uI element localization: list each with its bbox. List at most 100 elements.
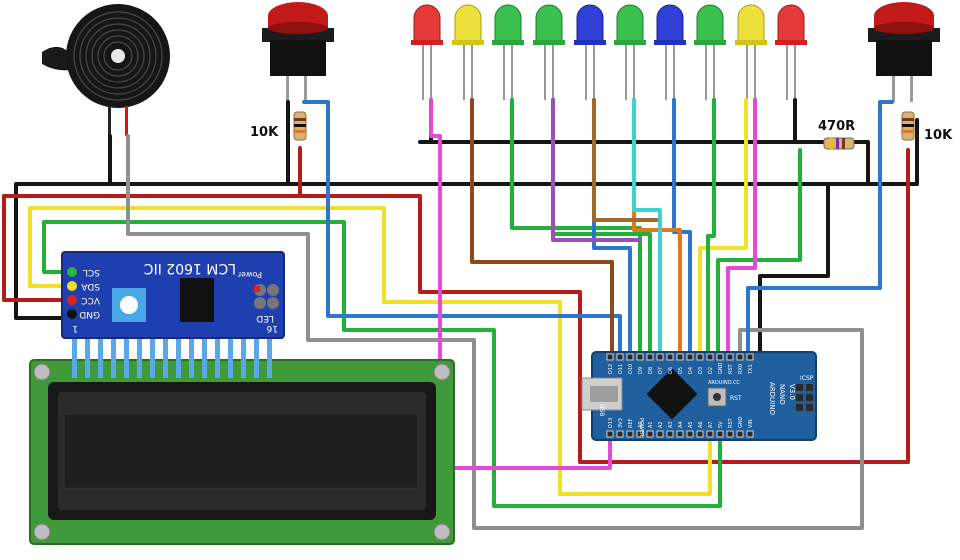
nano-bottom-pin-label: A3 [668,421,674,428]
nano-bottom-pin [686,430,694,438]
nano-bottom-pin [696,430,704,438]
led-ground-bus [418,140,870,186]
nano-bottom-pin [666,430,674,438]
nano-bottom-pin [656,430,664,438]
label-resistor-left: 10K [250,125,279,140]
nano-bottom-pin-label: GND [738,416,744,428]
wires [2,98,919,530]
buzzer-wire [126,134,864,530]
led-5 [574,4,606,100]
nano-brand-3: V3.0 [788,384,796,400]
nano-top-pin [626,353,634,361]
led-4 [533,4,565,100]
nano-rst-label: RST [730,395,742,402]
resistor-left [293,111,307,141]
nano-top-pin [696,353,704,361]
nano-top-pin [706,353,714,361]
nano-usb-label: USB [598,404,605,416]
icsp-header [796,384,813,411]
nano-bottom-pin [706,430,714,438]
nano-top-pin-label: D3 [698,367,704,374]
i2c-pin-gnd: GND [79,309,100,319]
nano-top-pin-label: D9 [638,367,644,374]
nano-top-pin-label: D7 [658,367,664,374]
nano-bottom-pin-label: A0 [638,421,644,428]
led-1 [411,4,443,100]
led-10 [775,4,807,100]
nano-top-pin [716,353,724,361]
nano-bottom-pin-label: A6 [698,421,704,428]
led-8 [694,4,726,100]
nano-top-pin-label: D2 [708,367,714,374]
nano-top-pin-label: D4 [688,367,694,374]
nano-bottom-pin [616,430,624,438]
nano-bottom-pin [716,430,724,438]
nano-top-pin-label: D10 [628,364,634,374]
nano-bottom-pin-label: A1 [648,421,654,428]
nano-bottom-pin [636,430,644,438]
led-2 [452,4,484,100]
nano-bottom-pin-label: RST [728,417,734,428]
nano-top-pin [616,353,624,361]
nano-top-pin [746,353,754,361]
i2c-led-label: LED [256,313,274,323]
led-row [411,4,807,100]
nano-top-pin [636,353,644,361]
nano-bottom-pin-label: D13 [608,418,614,428]
push-button-left [262,2,334,102]
i2c-pin-scl: SCL [83,267,100,277]
i2c-pin-vcc: VCC [81,295,100,305]
ground-rail [14,118,919,320]
led-7 [654,4,686,100]
resistor-led [823,137,855,150]
nano-icsp-label: ICSP [800,375,814,382]
nano-top-pin-label: D5 [678,367,684,374]
nano-top-pin-label: RST [728,363,734,374]
sda-wire [28,206,712,496]
nano-top-pin [676,353,684,361]
nano-top-pin [646,353,654,361]
nano-top-pin [686,353,694,361]
nano-bottom-pin-label: A4 [678,421,684,428]
nano-bottom-pin-label: A5 [688,421,694,428]
nano-bottom-pin-label: VIN [748,419,754,428]
nano-top-pin [726,353,734,361]
label-resistor-right: 10K [924,128,953,143]
nano-brand-1: ARDUINO [768,382,776,415]
nano-bottom-pin [646,430,654,438]
nano-bottom-pin-label: A7 [708,421,714,428]
buzzer [42,4,170,136]
power-rail [2,194,72,302]
nano-bottom-pin [626,430,634,438]
nano-bottom-pin [676,430,684,438]
i2c-pin-16: 16 [266,323,278,333]
i2c-power-label: Power [237,270,262,279]
nano-top-pin-label: D8 [648,367,654,374]
i2c-pin-1: 1 [72,323,78,333]
nano-top-pin [736,353,744,361]
i2c-backpack: LCM 1602 IIC Power LED SCL SDA VCC GND 1… [61,251,285,339]
nano-bottom-pin [736,430,744,438]
nano-bottom-pin [726,430,734,438]
nano-top-pin-label: D11 [618,364,624,374]
nano-cc-label: ARDUINO.CC [708,380,740,386]
led-9 [735,4,767,100]
nano-top-pin [606,353,614,361]
nano-top-pin [656,353,664,361]
nano-bottom-pin [746,430,754,438]
resistor-right [901,111,915,141]
scl-wire [42,220,722,508]
nano-brand-2: NANO [778,384,786,405]
nano-top-pin-label: D6 [668,367,674,374]
lcd-1602-module [29,336,455,545]
nano-bottom-pin-label: 5V [718,421,724,428]
nano-top-pin [666,353,674,361]
nano-bottom-pin-label: 3V3 [618,418,624,428]
i2c-pin-sda: SDA [81,281,100,291]
nano-bottom-pin [606,430,614,438]
nano-bottom-pin-label: A2 [658,421,664,428]
push-button-right [868,2,940,102]
